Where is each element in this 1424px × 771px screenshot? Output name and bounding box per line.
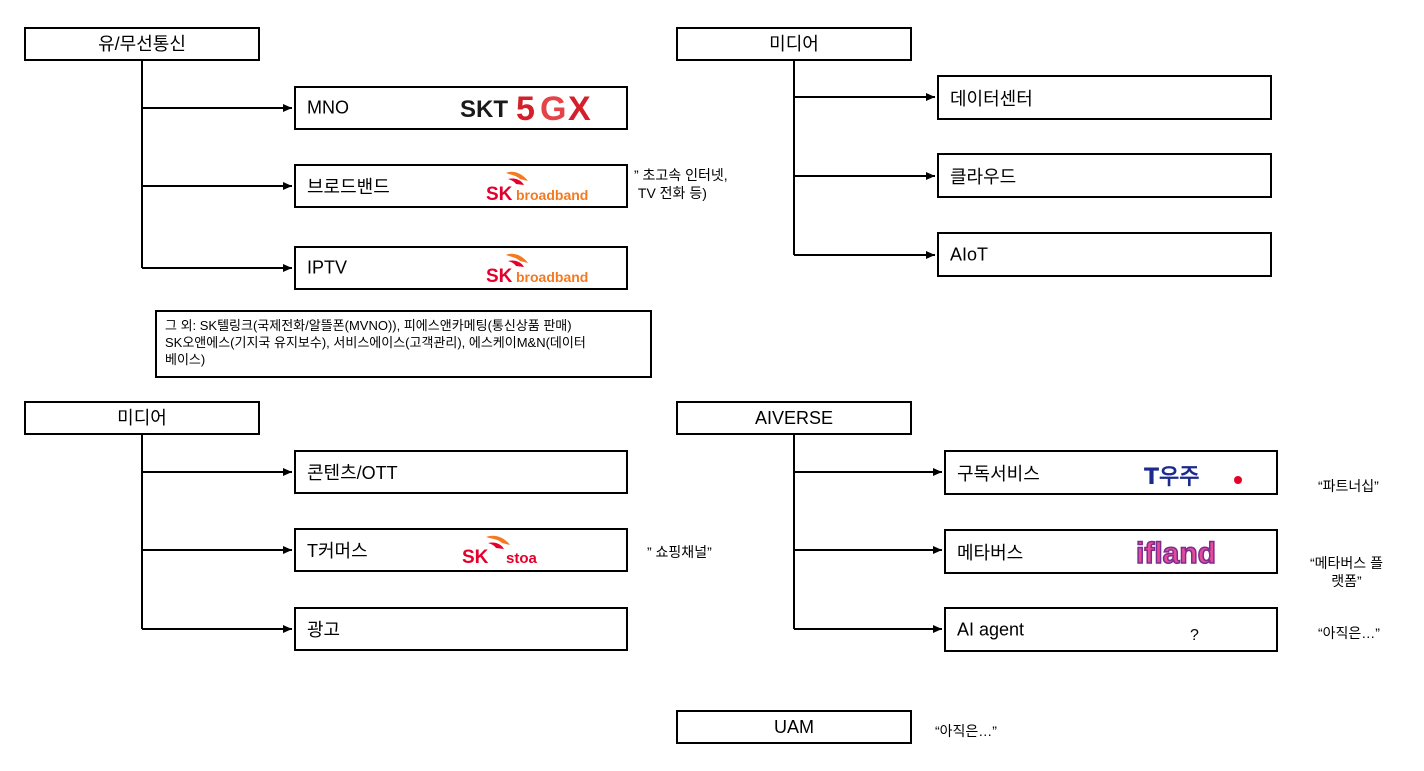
note-uam-text: “아직은…”	[935, 723, 997, 739]
note-tcommerce: ” 쇼핑채널”	[647, 543, 712, 561]
item-cloud-label: 클라우드	[950, 166, 1017, 187]
category-media-right-title: 미디어	[769, 34, 819, 54]
info-box-subsidiaries: 그 외: SK텔링크(국제전화/알뜰폰(MVNO)), 피에스앤카메팅(통신상품…	[155, 310, 652, 378]
note-metaverse: “메타버스 플 랫폼”	[1310, 554, 1383, 590]
sk-broadband-logo: SK broadband	[486, 171, 588, 203]
item-cloud: 클라우드	[937, 153, 1272, 198]
item-mno-label: MNO	[307, 97, 349, 118]
svg-text:SKT: SKT	[460, 96, 508, 123]
category-telecom-title: 유/무선통신	[98, 34, 186, 54]
category-media-right: 미디어	[676, 27, 912, 61]
item-tcommerce: T커머스 SK stoa	[294, 528, 628, 572]
skt-5gx-logo: SKT 5 G X	[460, 91, 591, 125]
item-contents: 콘텐츠/OTT	[294, 450, 628, 494]
item-subscription-label: 구독서비스	[957, 463, 1040, 484]
ifland-logo: ifland	[1135, 536, 1217, 570]
note-uam: “아직은…”	[935, 722, 997, 740]
svg-text:T우주: T우주	[1144, 465, 1200, 490]
item-ai-agent: AI agent ?	[944, 607, 1278, 652]
item-datacenter: 데이터센터	[937, 75, 1272, 120]
category-media-left: 미디어	[24, 401, 260, 435]
item-metaverse: 메타버스 ifland	[944, 529, 1278, 574]
item-broadband-label: 브로드밴드	[307, 177, 390, 197]
item-ai-agent-label: AI agent	[957, 619, 1025, 639]
sk-broadband-logo: SK broadband	[486, 253, 588, 285]
svg-text:SK: SK	[486, 184, 513, 203]
category-uam: UAM	[676, 710, 912, 744]
note-subscription-text: “파트너십”	[1318, 478, 1379, 494]
svg-text:broadband: broadband	[516, 269, 588, 285]
item-tcommerce-label: T커머스	[307, 541, 368, 561]
item-datacenter-label: 데이터센터	[950, 88, 1033, 109]
svg-text:5: 5	[516, 91, 535, 125]
note-ai-agent-text: “아직은…”	[1318, 625, 1380, 641]
item-ads-label: 광고	[307, 620, 341, 640]
svg-text:ifland: ifland	[1136, 537, 1216, 570]
item-subscription: 구독서비스 T우주	[944, 450, 1278, 495]
item-aiot-label: AIoT	[950, 244, 989, 264]
svg-text:SK: SK	[486, 266, 513, 285]
item-broadband: 브로드밴드 SK broadband	[294, 164, 628, 208]
sk-stoa-logo: SK stoa	[462, 535, 538, 567]
note-broadband-text: ” 초고속 인터넷, TV 전화 등)	[634, 167, 728, 201]
ai-agent-question-mark: ?	[1190, 627, 1199, 644]
svg-text:G: G	[540, 91, 566, 125]
note-ai-agent: “아직은…”	[1318, 624, 1380, 642]
item-mno: MNO SKT 5 G X	[294, 86, 628, 130]
note-tcommerce-text: ” 쇼핑채널”	[647, 544, 712, 560]
category-aiverse-title: AIVERSE	[754, 408, 834, 428]
item-ads: 광고	[294, 607, 628, 651]
svg-text:stoa: stoa	[506, 550, 538, 567]
svg-text:SK: SK	[462, 547, 489, 567]
item-contents-label: 콘텐츠/OTT	[307, 463, 398, 483]
svg-text:X: X	[568, 91, 591, 125]
item-metaverse-label-text: 메타버스	[957, 542, 1024, 563]
category-media-left-title: 미디어	[117, 408, 167, 428]
item-iptv-label: IPTV	[307, 257, 348, 278]
svg-text:broadband: broadband	[516, 187, 588, 203]
category-uam-title: UAM	[774, 717, 814, 737]
item-iptv: IPTV SK broadband	[294, 246, 628, 290]
note-metaverse-text: “메타버스 플 랫폼”	[1310, 555, 1383, 589]
t-uju-logo: T우주	[1144, 465, 1242, 490]
info-box-text: 그 외: SK텔링크(국제전화/알뜰폰(MVNO)), 피에스앤카메팅(통신상품…	[165, 318, 586, 367]
note-broadband: ” 초고속 인터넷, TV 전화 등)	[634, 166, 728, 202]
category-telecom: 유/무선통신	[24, 27, 260, 61]
category-aiverse: AIVERSE	[676, 401, 912, 435]
item-aiot: AIoT	[937, 232, 1272, 277]
note-subscription: “파트너십”	[1318, 477, 1379, 495]
